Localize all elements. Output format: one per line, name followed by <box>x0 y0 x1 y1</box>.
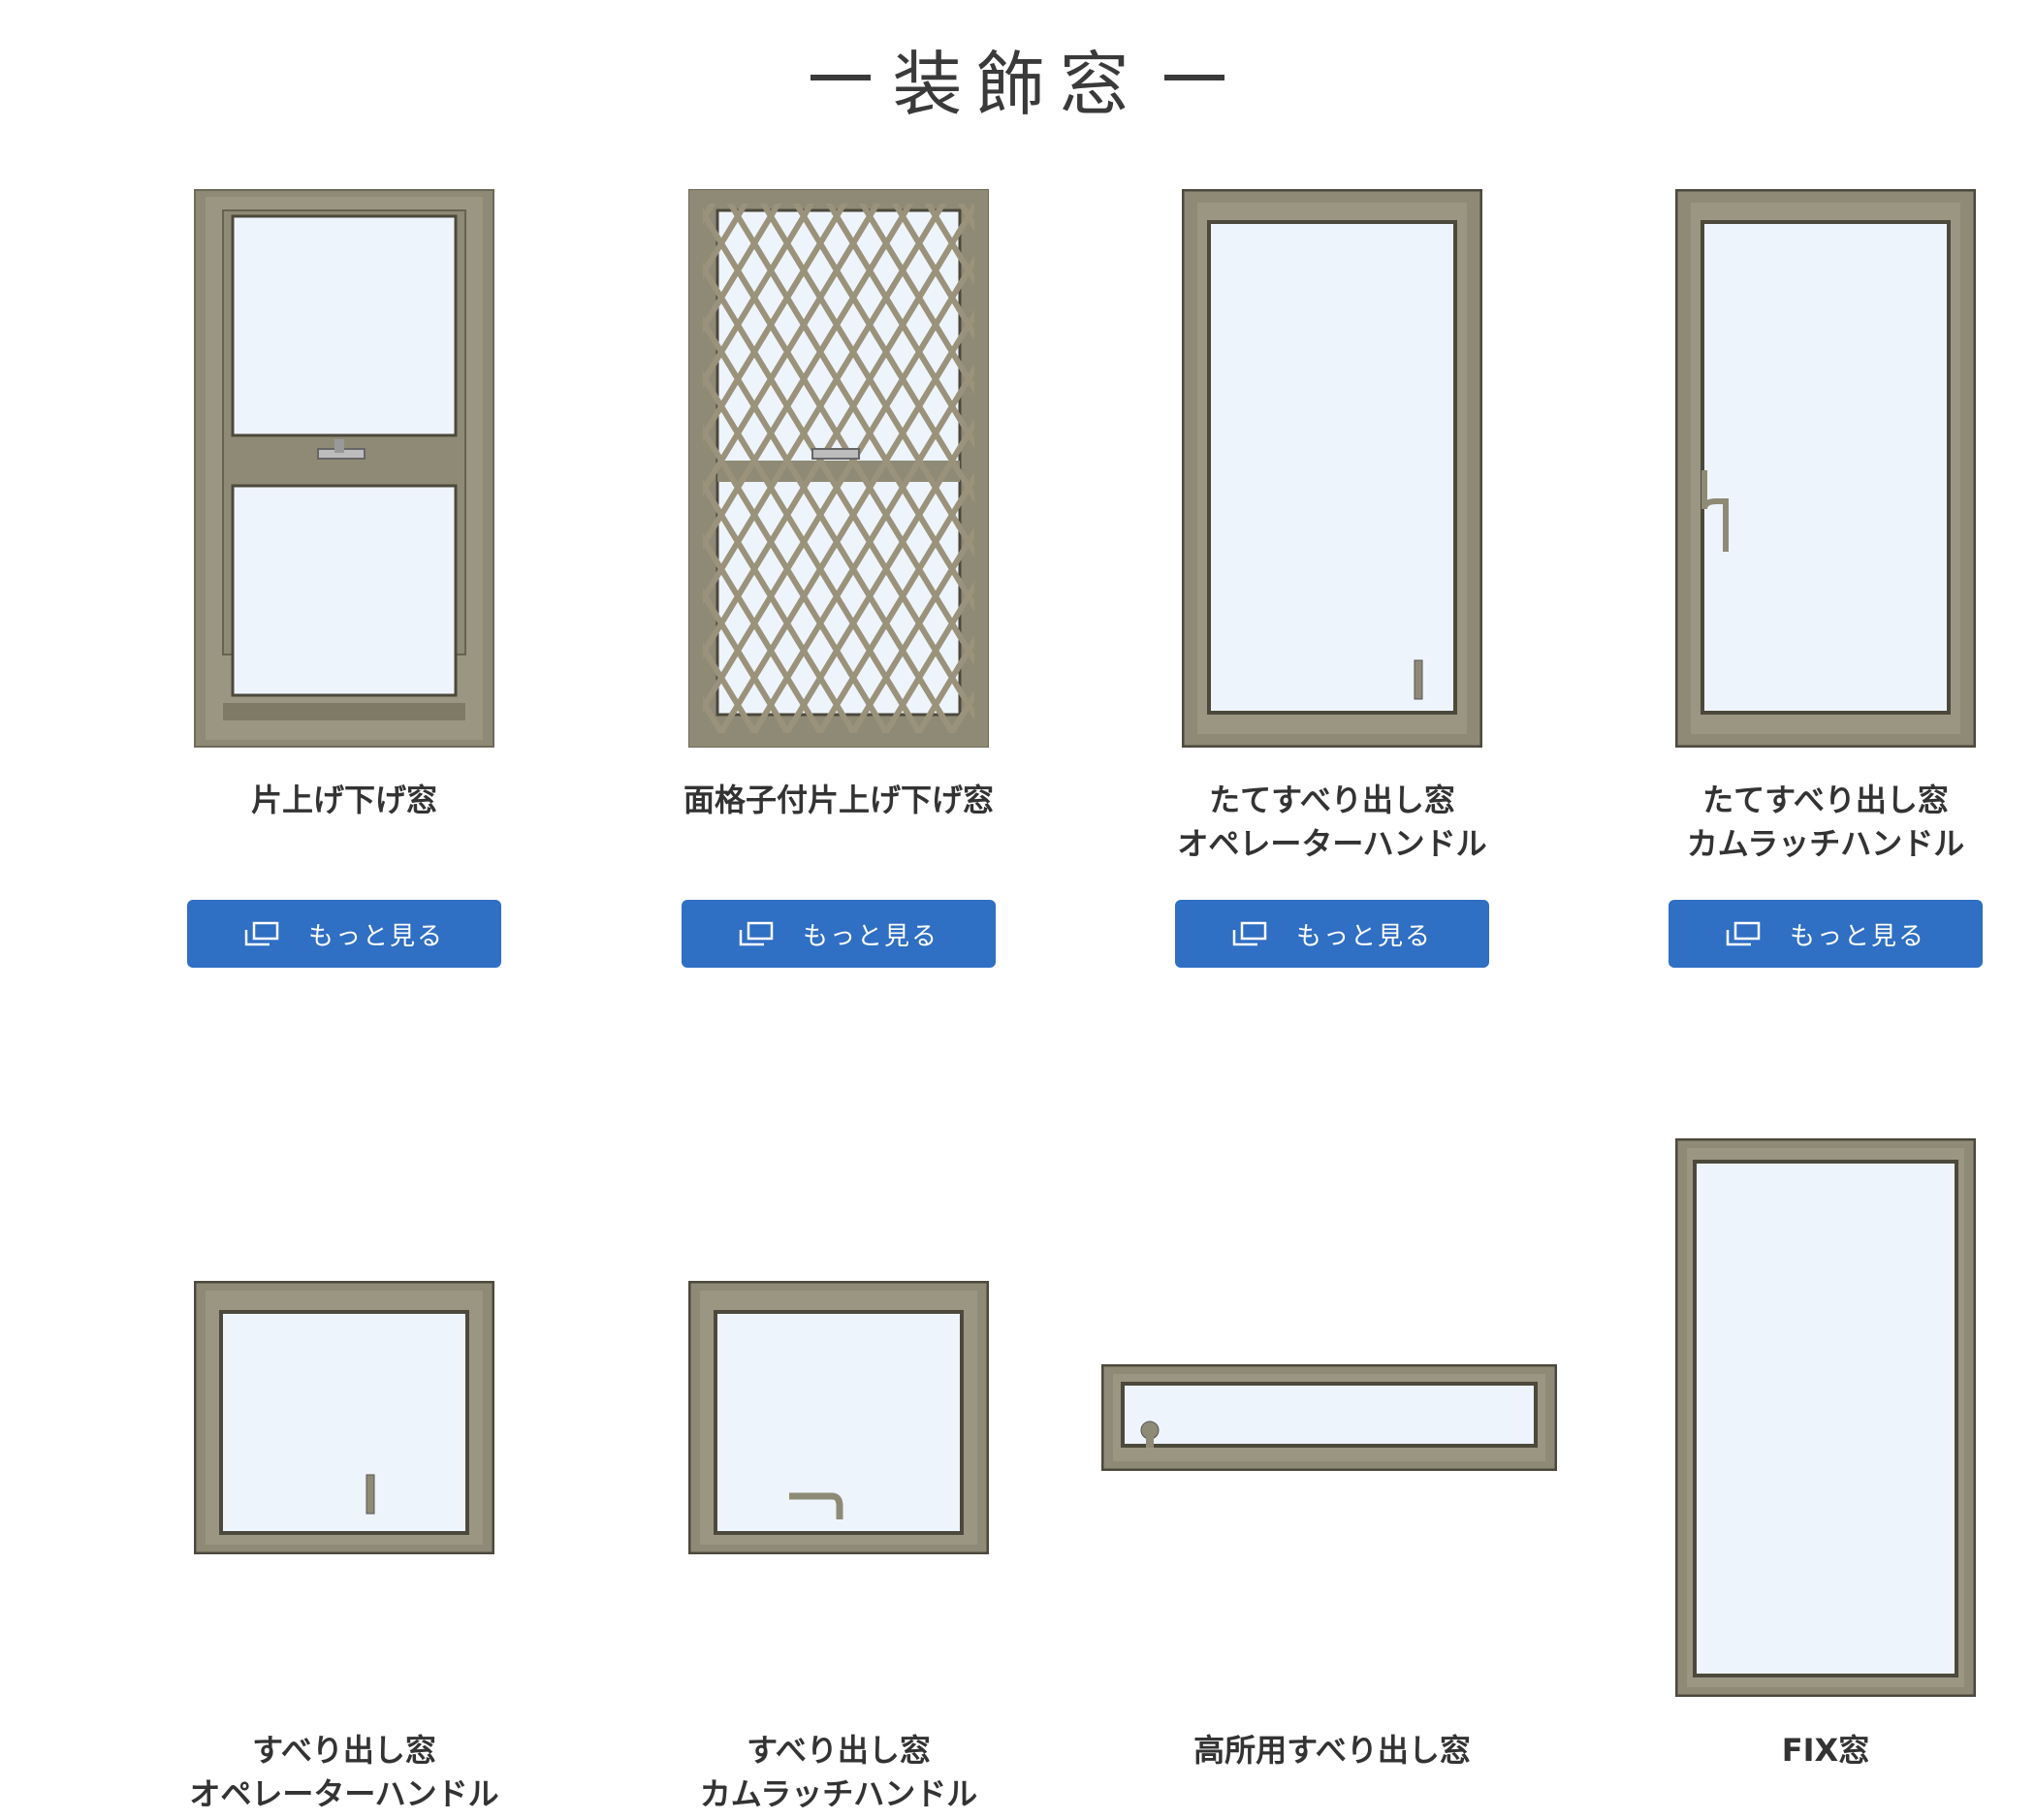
fixed-window-image <box>1675 1138 1976 1697</box>
window-name-8: FIX窓 <box>1781 1732 1870 1769</box>
window-name-6: すべり出し窓 カムラッチハンドル <box>699 1732 978 1812</box>
casement-camlatch-window-image <box>1675 189 1976 748</box>
window-name-5: すべり出し窓 オペレーターハンドル <box>189 1732 499 1812</box>
new-window-icon <box>739 921 774 946</box>
window-name-7: 高所用すべり出し窓 <box>1193 1732 1471 1769</box>
more-button-2[interactable]: もっと見る <box>682 900 996 968</box>
more-button-label: もっと見る <box>1295 921 1432 951</box>
more-button-label: もっと見る <box>1789 921 1925 951</box>
more-button-3[interactable]: もっと見る <box>1175 900 1489 968</box>
casement-operator-window-image <box>1182 189 1482 748</box>
awning-camlatch-window-image <box>688 1281 989 1554</box>
awning-operator-window-image <box>194 1281 494 1554</box>
lattice-window-image <box>688 189 989 748</box>
window-name-1: 片上げ下げ窓 <box>250 782 437 818</box>
new-window-icon <box>1232 921 1267 946</box>
double-hung-window-image <box>194 189 494 748</box>
more-button-1[interactable]: もっと見る <box>187 900 501 968</box>
new-window-icon <box>244 921 279 946</box>
more-button-label: もっと見る <box>307 921 444 951</box>
window-name-4: たてすべり出し窓 カムラッチハンドル <box>1686 782 1965 862</box>
title-dash-right <box>1163 75 1224 80</box>
window-name-2: 面格子付片上げ下げ窓 <box>683 782 994 818</box>
more-button-label: もっと見る <box>802 921 938 951</box>
window-name-3: たてすべり出し窓 オペレーターハンドル <box>1177 782 1487 862</box>
page-title-text: 装飾窓 <box>892 43 1143 125</box>
title-dash-left <box>811 75 872 80</box>
new-window-icon <box>1726 921 1761 946</box>
page-title: 装飾窓 <box>0 29 2035 126</box>
more-button-4[interactable]: もっと見る <box>1669 900 1983 968</box>
high-awning-window-image <box>1101 1364 1557 1471</box>
